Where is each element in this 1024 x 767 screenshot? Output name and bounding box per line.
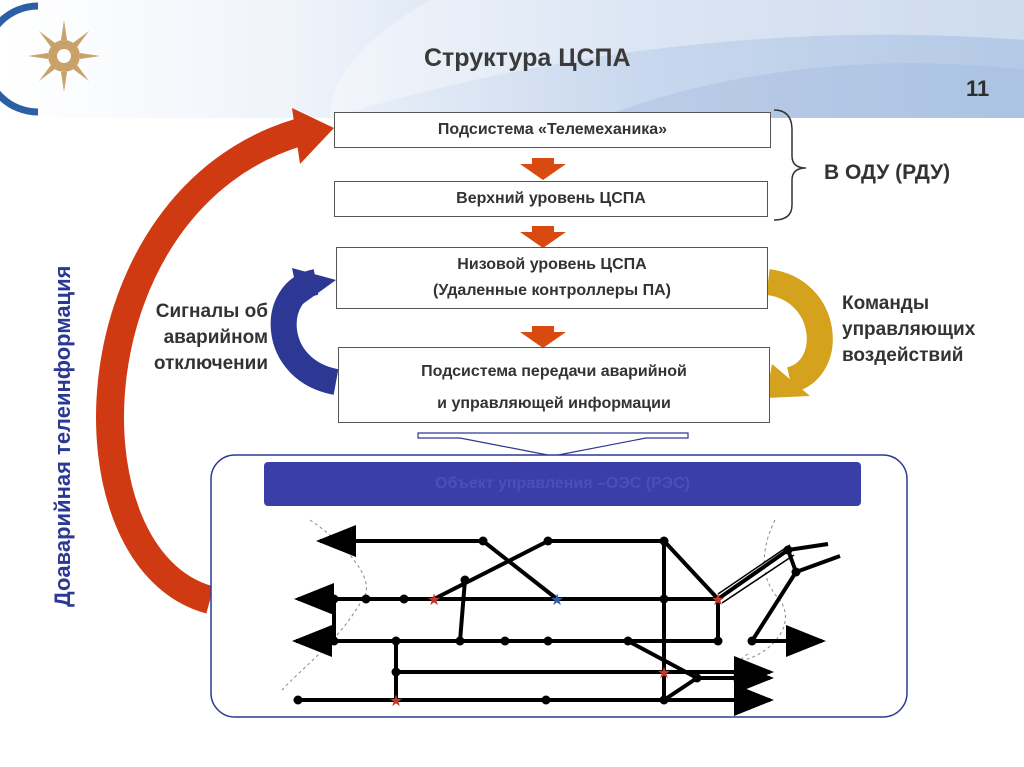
control-object-bar: Объект управления –ОЭС (РЭС) bbox=[264, 462, 861, 506]
commands-label-line1: Команды bbox=[842, 293, 930, 314]
signals-label-line2: аварийном bbox=[163, 327, 268, 348]
box-lower-level-line2: (Удаленные контроллеры ПА) bbox=[432, 282, 671, 299]
box-upper-level: Верхний уровень ЦСПА bbox=[334, 181, 768, 217]
commands-label-line3: воздействий bbox=[842, 345, 964, 366]
star-icon: ★ bbox=[657, 663, 671, 682]
box-telemechanics-label: Подсистема «Телемеханика» bbox=[437, 121, 668, 138]
box-transfer: Подсистема передачи аварийной и управляю… bbox=[338, 347, 770, 423]
pre-emergency-arrow bbox=[96, 108, 334, 614]
hollow-arrow bbox=[417, 432, 689, 457]
pre-emergency-label: Доаварийная телеинформация bbox=[50, 265, 75, 607]
slide-number: 11 bbox=[966, 76, 990, 101]
network-nodes bbox=[293, 536, 801, 705]
flow-arrow-2 bbox=[520, 226, 566, 248]
bracket-label: В ОДУ (РДУ) bbox=[824, 161, 951, 184]
control-object-frame bbox=[210, 454, 908, 718]
header-swoosh bbox=[330, 0, 1024, 118]
page-title: Структура ЦСПА bbox=[424, 44, 631, 72]
star-icon: ★ bbox=[711, 590, 725, 609]
commands-arrow bbox=[765, 269, 833, 398]
box-transfer-line2: и управляющей информации bbox=[437, 395, 671, 412]
flow-arrow-1 bbox=[520, 158, 566, 180]
network-stars: ★ ★ ★ ★ ★ bbox=[389, 590, 725, 710]
signals-arrow bbox=[270, 268, 340, 395]
commands-label: Команды управляющих воздействий bbox=[842, 291, 975, 369]
star-icon: ★ bbox=[389, 691, 403, 710]
signals-label-line1: Сигналы об bbox=[155, 301, 268, 322]
commands-label-line2: управляющих bbox=[842, 319, 976, 340]
star-icon: ★ bbox=[427, 590, 441, 609]
signals-label-line3: отключении bbox=[153, 353, 268, 374]
box-upper-level-label: Верхний уровень ЦСПА bbox=[456, 190, 646, 207]
box-lower-level: Низовой уровень ЦСПА (Удаленные контролл… bbox=[336, 247, 768, 309]
header-band bbox=[0, 0, 1024, 118]
company-logo bbox=[0, 2, 100, 116]
box-transfer-line1: Подсистема передачи аварийной bbox=[421, 363, 687, 380]
box-lower-level-line1: Низовой уровень ЦСПА bbox=[457, 256, 647, 273]
signals-label: Сигналы об аварийном отключении bbox=[132, 299, 268, 377]
flow-arrow-3 bbox=[520, 326, 566, 348]
box-telemechanics: Подсистема «Телемеханика» bbox=[334, 112, 771, 148]
star-icon: ★ bbox=[550, 590, 564, 609]
double-line bbox=[717, 544, 795, 604]
bracket bbox=[773, 109, 807, 221]
